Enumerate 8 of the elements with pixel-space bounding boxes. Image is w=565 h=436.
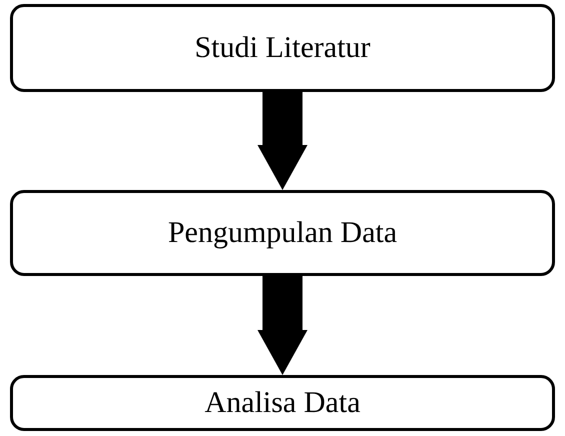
box-label: Pengumpulan Data: [168, 216, 398, 250]
box-label: Analisa Data: [204, 386, 360, 420]
process-box: [10, 190, 555, 276]
box-label: Studi Literatur: [194, 31, 370, 65]
process-box: [10, 4, 555, 92]
process-box: [10, 375, 555, 431]
arrow: [258, 92, 308, 190]
arrow: [258, 276, 308, 375]
